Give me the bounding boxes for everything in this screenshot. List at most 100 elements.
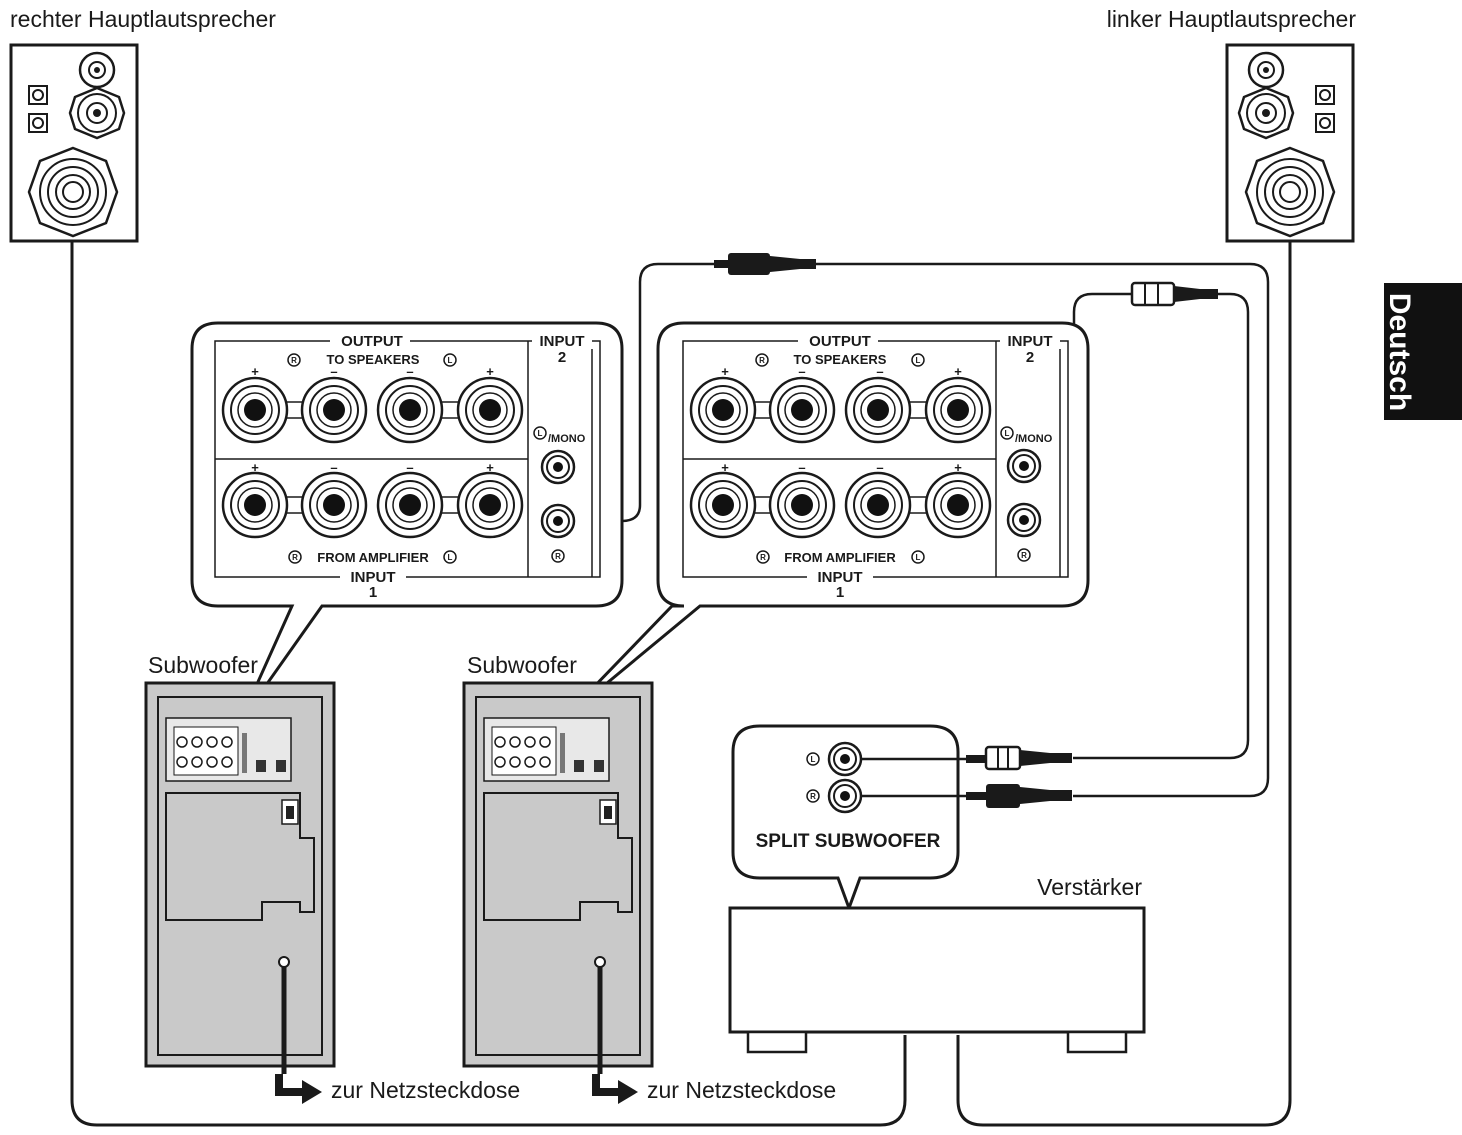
plus-sign: + [251, 460, 259, 475]
mono-label: /MONO [548, 433, 586, 445]
language-tab: Deutsch [1383, 283, 1462, 420]
minus-sign: – [330, 460, 337, 475]
rca-plug-top-right [1130, 281, 1218, 307]
output-terminal [689, 376, 757, 444]
output-terminal [924, 376, 992, 444]
output-terminal [221, 376, 289, 444]
input-terminal [300, 471, 368, 539]
output-label: OUTPUT [809, 333, 871, 350]
input2-l-jack [540, 449, 576, 485]
input-terminal [924, 471, 992, 539]
power-cords [281, 967, 603, 1074]
input1-label: INPUT [351, 569, 396, 586]
plus-sign: + [486, 364, 494, 379]
right-speaker-label: rechter Hauptlautsprecher [10, 6, 276, 32]
cable-r-to-right-subwoofer [815, 262, 1270, 798]
input2-l-jack [1006, 448, 1042, 484]
l-badge: L [448, 356, 453, 365]
subwoofer-right-label: Subwoofer [467, 652, 577, 678]
cable-r-drop [558, 262, 715, 523]
r-badge: R [292, 553, 298, 562]
left-speaker-wire [956, 242, 1292, 1127]
input2-label: INPUT [1008, 333, 1053, 350]
plus-sign: + [954, 460, 962, 475]
r-badge: R [759, 356, 765, 365]
r-badge: R [1021, 551, 1027, 560]
output-terminal [300, 376, 368, 444]
l-badge: L [916, 356, 921, 365]
subwoofer-left-label: Subwoofer [148, 652, 258, 678]
plus-sign: + [721, 364, 729, 379]
from-amplifier-label: FROM AMPLIFIER [784, 550, 896, 565]
power-left-label: zur Netzsteckdose [331, 1077, 520, 1103]
input-terminal [844, 471, 912, 539]
output-label: OUTPUT [341, 333, 403, 350]
input1-num: 1 [836, 584, 844, 601]
l-badge: L [1005, 429, 1010, 438]
minus-sign: – [876, 364, 883, 379]
minus-sign: – [330, 364, 337, 379]
callout-panel-right: OUTPUT TO SPEAKERS R L INPUT 2 + – – + +… [558, 321, 1090, 724]
right-main-speaker [9, 43, 139, 243]
minus-sign: – [798, 364, 805, 379]
input1-label: INPUT [818, 569, 863, 586]
split-subwoofer-label: SPLIT SUBWOOFER [756, 831, 941, 852]
language-tab-label: Deutsch [1383, 293, 1416, 411]
minus-sign: – [406, 460, 413, 475]
output-terminal [456, 376, 524, 444]
amplifier [728, 906, 1146, 1054]
mono-label: /MONO [1015, 433, 1053, 445]
power-arrow-left-icon [275, 1074, 322, 1104]
subwoofer-left [144, 681, 336, 1068]
input-terminal [768, 471, 836, 539]
input2-label: INPUT [540, 333, 585, 350]
from-amplifier-label: FROM AMPLIFIER [317, 550, 429, 565]
output-terminal [376, 376, 444, 444]
rca-plug-amp-l [966, 745, 1072, 771]
cable-l-to-left-subwoofer [1073, 292, 1250, 760]
l-badge: L [448, 553, 453, 562]
plus-sign: + [486, 460, 494, 475]
input-terminal [376, 471, 444, 539]
to-speakers-label: TO SPEAKERS [794, 352, 887, 367]
split-sub-r-jack [827, 778, 863, 814]
input-terminal [456, 471, 524, 539]
minus-sign: – [876, 460, 883, 475]
r-badge: R [760, 553, 766, 562]
input2-num: 2 [558, 349, 566, 366]
split-sub-l-jack [827, 741, 863, 777]
speaker-wires [70, 242, 1292, 1127]
output-terminal [844, 376, 912, 444]
left-speaker-label: linker Hauptlautsprecher [1107, 6, 1357, 32]
minus-sign: – [406, 364, 413, 379]
input2-r-jack [540, 503, 576, 539]
l-badge: L [916, 553, 921, 562]
left-main-speaker [1225, 43, 1355, 243]
plus-sign: + [721, 460, 729, 475]
right-speaker-wire [70, 242, 907, 1127]
input-terminal [689, 471, 757, 539]
input2-r-jack [1006, 502, 1042, 538]
power-arrow-right-icon [592, 1074, 638, 1104]
rca-plug-amp-r [966, 784, 1072, 808]
r-badge: R [810, 792, 816, 801]
amplifier-label: Verstärker [1037, 874, 1142, 900]
input2-num: 2 [1026, 349, 1034, 366]
plus-sign: + [954, 364, 962, 379]
l-badge: L [811, 755, 816, 764]
input-terminal [221, 471, 289, 539]
input1-num: 1 [369, 584, 377, 601]
plus-sign: + [251, 364, 259, 379]
r-badge: R [555, 552, 561, 561]
l-badge: L [538, 429, 543, 438]
r-badge: R [291, 356, 297, 365]
output-terminal [768, 376, 836, 444]
subwoofer-right [462, 681, 654, 1068]
power-right-label: zur Netzsteckdose [647, 1077, 836, 1103]
amp-callout: L R SPLIT SUBWOOFER [731, 724, 968, 913]
rca-plug-top [714, 253, 816, 275]
to-speakers-label: TO SPEAKERS [327, 352, 420, 367]
callout-panel-left: OUTPUT TO SPEAKERS R L INPUT 2 + – – + +… [190, 321, 624, 723]
minus-sign: – [798, 460, 805, 475]
